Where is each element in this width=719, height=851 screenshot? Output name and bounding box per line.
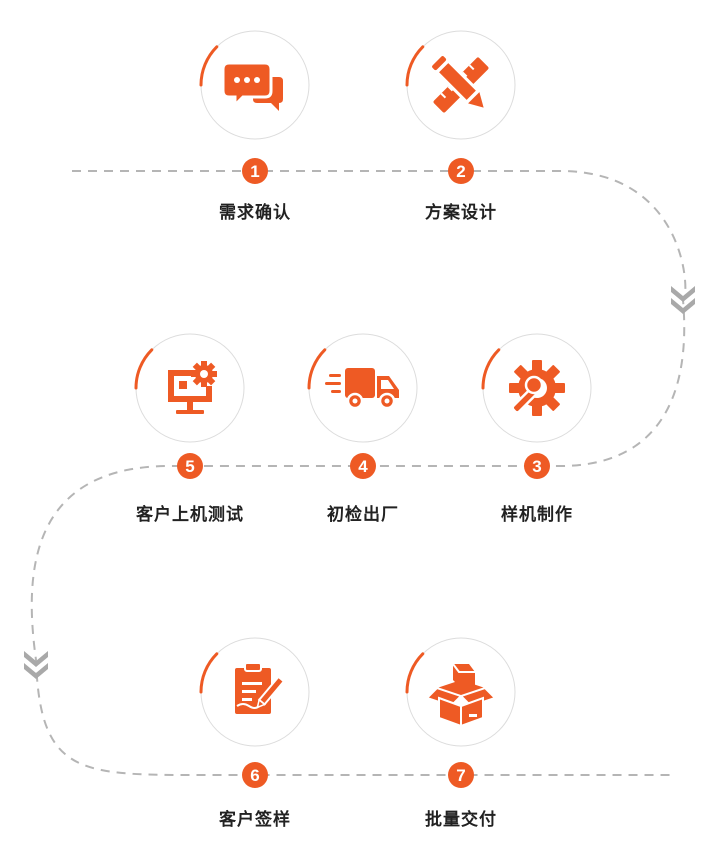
chevron-down-icon: [24, 651, 48, 679]
step-2-number: 2: [456, 162, 465, 181]
step-6-icon-circle: [199, 637, 310, 747]
step-3-icon-circle: [481, 333, 592, 443]
step-1-icon-circle: [199, 30, 310, 140]
open-box-icon: [425, 663, 497, 728]
chat-bubbles-icon: [221, 61, 283, 111]
step-5-number: 5: [185, 457, 194, 476]
flow-path: [30, 170, 687, 776]
step-6-number-badge: 6: [242, 762, 268, 788]
pencil-ruler-icon: [432, 56, 489, 113]
step-4-number-badge: 4: [350, 453, 376, 479]
step-5-icon-circle: [134, 333, 245, 443]
step-3-number: 3: [532, 457, 541, 476]
step-6-label: 客户签样: [219, 810, 291, 830]
step-7-icon-circle: [405, 637, 516, 747]
step-4-label: 初检出厂: [327, 505, 399, 525]
step-2-icon-circle: [405, 30, 516, 140]
step-4-icon-circle: [307, 333, 418, 443]
step-2-number-badge: 2: [448, 158, 474, 184]
step-1-number: 1: [250, 162, 259, 181]
monitor-gear-icon: [168, 361, 217, 414]
step-6-number: 6: [250, 766, 259, 785]
step-3-number-badge: 3: [524, 453, 550, 479]
step-5-label: 客户上机测试: [136, 505, 244, 525]
step-4-number: 4: [358, 457, 368, 476]
wrench-gear-icon: [509, 360, 565, 416]
step-7-number: 7: [456, 766, 465, 785]
step-5-number-badge: 5: [177, 453, 203, 479]
step-7-label: 批量交付: [425, 810, 497, 830]
chevron-down-icon: [671, 286, 695, 314]
step-7-number-badge: 7: [448, 762, 474, 788]
step-3-label: 样机制作: [501, 505, 573, 525]
clipboard-sign-icon: [235, 662, 286, 714]
step-1-number-badge: 1: [242, 158, 268, 184]
step-2-label: 方案设计: [425, 203, 497, 223]
step-1-label: 需求确认: [219, 203, 291, 223]
delivery-truck-icon: [325, 368, 399, 410]
